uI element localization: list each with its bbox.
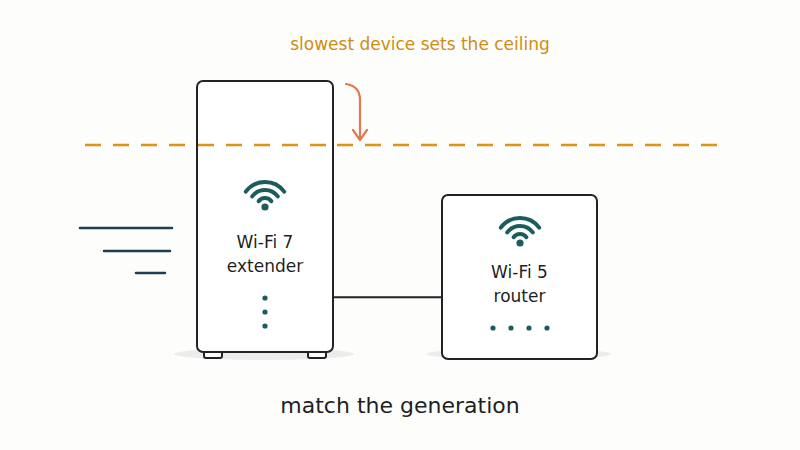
led — [544, 325, 549, 330]
wifi-dot — [261, 203, 268, 210]
wifi-arc — [252, 190, 278, 196]
cable — [334, 296, 441, 298]
led — [262, 295, 267, 300]
ceiling-line — [85, 144, 720, 147]
wifi-arc — [259, 198, 272, 201]
led — [262, 323, 267, 328]
led — [508, 325, 513, 330]
wifi-icon — [490, 204, 550, 250]
caption: match the generation — [280, 393, 519, 418]
led — [490, 325, 495, 330]
device-name: Wi-Fi 5 router — [472, 260, 568, 308]
wifi-arc — [513, 234, 526, 237]
led — [262, 309, 267, 314]
annotation: slowest device sets the ceiling — [290, 34, 550, 54]
device-name: Wi-Fi 7 extender — [210, 230, 320, 278]
ceiling-arrow — [346, 84, 367, 140]
extender-box: Wi-Fi 7 extender — [196, 80, 334, 353]
connector — [334, 297, 441, 298]
status-dots — [485, 323, 555, 333]
ceiling-line — [198, 144, 332, 147]
wifi-icon — [235, 168, 295, 214]
router-box: Wi-Fi 5 router — [441, 194, 598, 360]
wifi-arc — [507, 226, 533, 232]
wifi-dot — [516, 239, 523, 246]
led — [526, 325, 531, 330]
status-dots — [260, 293, 270, 333]
ceiling-line-inside — [198, 143, 332, 147]
speed-lines — [80, 228, 172, 273]
